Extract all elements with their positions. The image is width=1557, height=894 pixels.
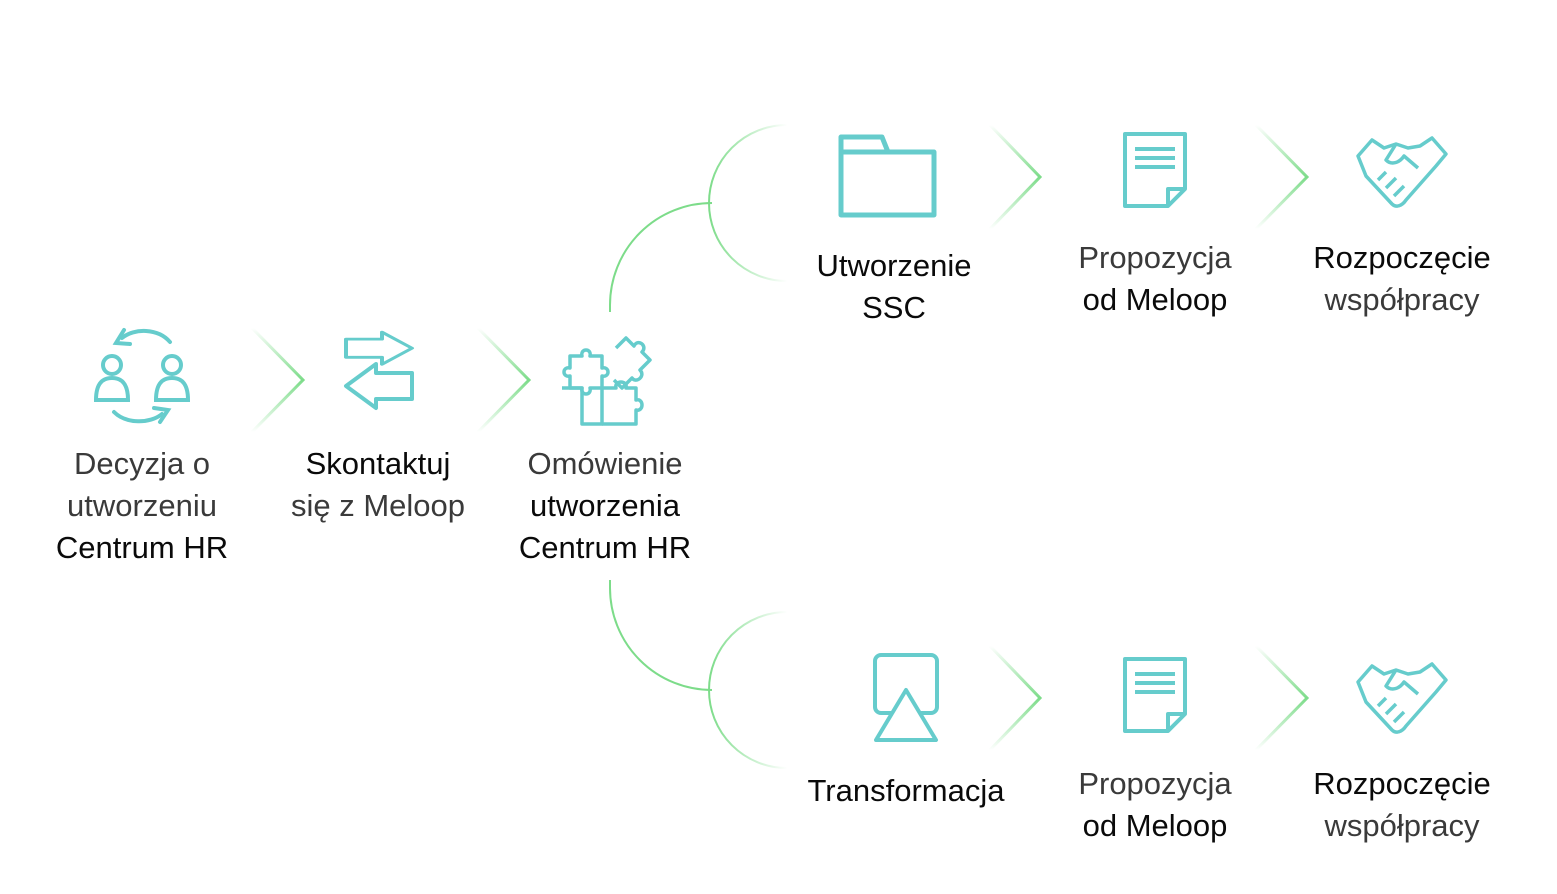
step-discussion-label: Omówienie utworzenia Centrum HR xyxy=(475,443,735,569)
label-light: Propozycja xyxy=(1078,766,1232,801)
label-light: współpracy xyxy=(1324,282,1480,317)
step-decision-label: Decyzja o utworzeniu Centrum HR xyxy=(12,443,272,569)
label-bold: utworzenia Centrum HR xyxy=(518,488,692,565)
label-light: współpracy xyxy=(1324,808,1480,843)
chevron-arrow xyxy=(1254,123,1310,231)
label-light: Propozycja xyxy=(1078,240,1232,275)
chevron-arrow xyxy=(250,326,306,434)
label-bold: Rozpoczęcie xyxy=(1313,240,1491,275)
top-ssc-label: Utworzenie SSC xyxy=(764,245,1024,329)
label-bold: Skontaktuj xyxy=(305,446,451,481)
handshake-icon xyxy=(1356,136,1448,208)
chevron-arrow xyxy=(1254,644,1310,752)
document-icon xyxy=(1123,132,1187,208)
bottom-transformation-label: Transformacja xyxy=(776,770,1036,812)
chevron-arrow xyxy=(988,123,1043,231)
transfer-arrows-icon xyxy=(344,330,414,410)
branch-arc-bottom xyxy=(708,611,788,769)
document-icon xyxy=(1123,657,1187,733)
branch-line-bottom xyxy=(609,580,713,691)
chevron-arrow xyxy=(476,326,532,434)
label-bold: Utworzenie SSC xyxy=(816,248,972,325)
people-exchange-icon xyxy=(93,328,191,424)
bottom-proposal-label: Propozycja od Meloop xyxy=(1025,763,1285,847)
chevron-arrow xyxy=(988,644,1043,752)
step-contact-label: Skontaktuj się z Meloop xyxy=(248,443,508,527)
branch-arc-top xyxy=(708,124,788,282)
top-start-label: Rozpoczęcie współpracy xyxy=(1272,237,1532,321)
bottom-start-label: Rozpoczęcie współpracy xyxy=(1272,763,1532,847)
puzzle-icon xyxy=(562,336,652,426)
label-light: Omówienie xyxy=(527,446,683,481)
label-light: Decyzja o utworzeniu xyxy=(67,446,217,523)
label-bold: od Meloop xyxy=(1082,808,1228,843)
label-bold: Transformacja xyxy=(807,773,1005,808)
label-light: się z Meloop xyxy=(290,488,466,523)
folder-icon xyxy=(838,134,937,218)
label-bold: od Meloop xyxy=(1082,282,1228,317)
handshake-icon xyxy=(1356,662,1448,734)
top-proposal-label: Propozycja od Meloop xyxy=(1025,237,1285,321)
branch-line-top xyxy=(609,202,713,312)
label-bold: Rozpoczęcie xyxy=(1313,766,1491,801)
transformation-icon xyxy=(873,653,939,742)
label-bold: Centrum HR xyxy=(55,530,229,565)
